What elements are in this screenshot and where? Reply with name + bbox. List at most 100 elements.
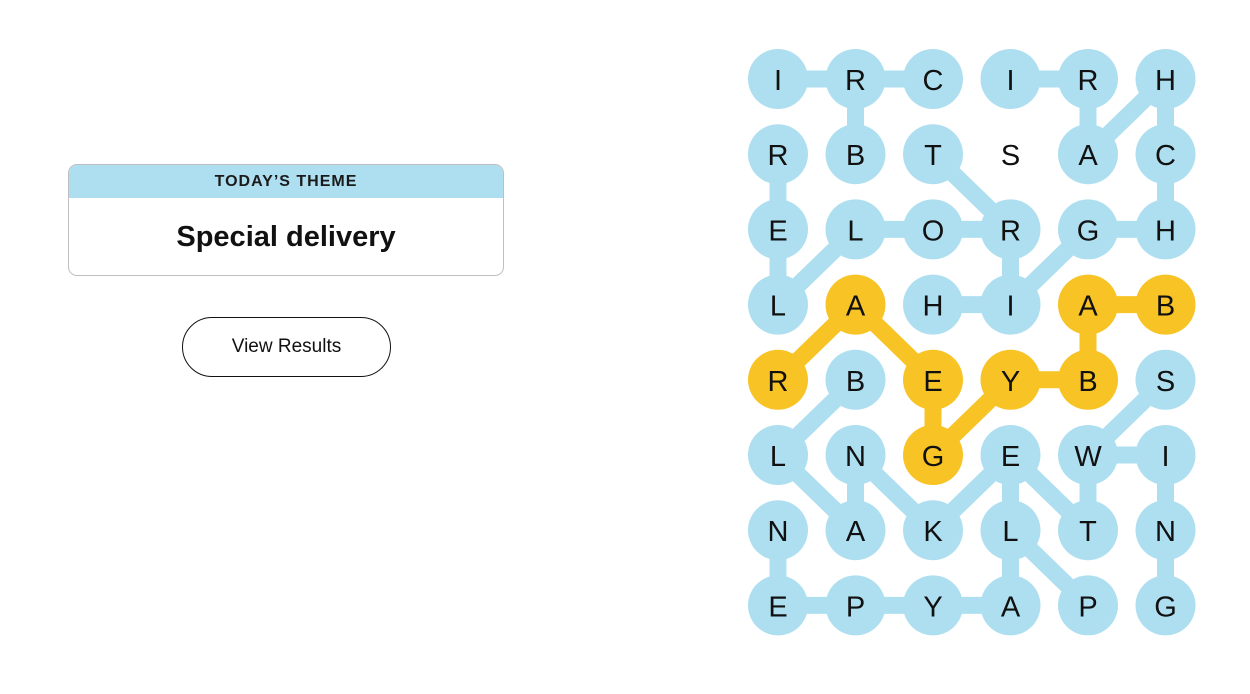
theme-label: TODAY’S THEME: [69, 165, 503, 198]
letter-tile[interactable]: N: [825, 425, 886, 485]
tile-letter: E: [768, 591, 787, 623]
letter-tile[interactable]: R: [748, 124, 808, 185]
tile-letter: E: [923, 366, 942, 398]
letter-tile[interactable]: G: [903, 425, 963, 485]
spangram-circle: [903, 425, 963, 485]
tile-letter: L: [847, 215, 863, 247]
letter-tile[interactable]: Y: [980, 349, 1041, 410]
letter-tile[interactable]: R: [748, 349, 808, 410]
tile-circle: [1058, 124, 1118, 185]
letter-tile[interactable]: H: [1135, 199, 1196, 260]
letter-tile[interactable]: I: [980, 49, 1041, 109]
tile-letter: L: [770, 291, 786, 323]
tile-circle: [825, 49, 886, 109]
tile-letter: R: [768, 366, 789, 398]
tile-circle: [825, 500, 886, 561]
letter-tile[interactable]: A: [980, 575, 1041, 636]
letter-tile[interactable]: L: [980, 500, 1041, 561]
tile-letter: B: [846, 140, 865, 172]
letter-tile[interactable]: B: [825, 124, 886, 185]
letter-tile[interactable]: P: [1058, 575, 1118, 636]
tile-letter: A: [846, 516, 866, 548]
letter-tile[interactable]: G: [1135, 575, 1196, 636]
letter-tile[interactable]: G: [1058, 199, 1118, 260]
letter-tile[interactable]: T: [1058, 500, 1118, 561]
letter-tile[interactable]: P: [825, 575, 886, 636]
tile-circle: [980, 199, 1041, 260]
letter-tile[interactable]: L: [748, 274, 808, 335]
letter-tile[interactable]: O: [903, 199, 963, 260]
tile-circle: [825, 575, 886, 636]
tile-circle: [903, 500, 963, 561]
letter-tile[interactable]: K: [903, 500, 963, 561]
tile-circle: [825, 199, 886, 260]
letter-tile[interactable]: B: [825, 349, 886, 410]
tile-letter: A: [1078, 291, 1098, 323]
tile-circle: [748, 49, 808, 109]
tile-circle: [980, 575, 1041, 636]
tile-circle: [980, 500, 1041, 561]
spangram-circle: [748, 349, 808, 410]
letter-tile[interactable]: A: [825, 274, 886, 335]
letter-tile[interactable]: S: [980, 124, 1041, 185]
letter-tile[interactable]: B: [1058, 349, 1118, 410]
letter-tile[interactable]: N: [748, 500, 808, 561]
letter-tile[interactable]: A: [1058, 124, 1118, 185]
tile-circle: [1135, 425, 1196, 485]
letter-tile[interactable]: R: [1058, 49, 1118, 109]
tile-circle: [748, 575, 808, 636]
letter-tile[interactable]: E: [748, 575, 808, 636]
spangram-circle: [1058, 349, 1118, 410]
tile-letter: B: [1078, 366, 1097, 398]
tile-letter: N: [1155, 516, 1176, 548]
tile-circle: [748, 124, 808, 185]
letter-tile[interactable]: I: [980, 274, 1041, 335]
tile-letter: H: [1155, 215, 1176, 247]
tile-circle: [980, 49, 1041, 109]
letter-tile[interactable]: I: [748, 49, 808, 109]
letter-tile[interactable]: T: [903, 124, 963, 185]
tile-letter: I: [1161, 441, 1169, 473]
tile-circle: [1058, 575, 1118, 636]
tile-letter: H: [1155, 65, 1176, 97]
spangram-circle: [825, 274, 886, 335]
letter-tile[interactable]: L: [748, 425, 808, 485]
letter-tile[interactable]: S: [1135, 349, 1196, 410]
tile-letter: Y: [1001, 366, 1020, 398]
tile-circle: [980, 274, 1041, 335]
tile-letter: L: [1002, 516, 1018, 548]
tile-letter: T: [1079, 516, 1097, 548]
letter-tile[interactable]: E: [903, 349, 963, 410]
letter-tile[interactable]: L: [825, 199, 886, 260]
tile-letter: G: [1154, 591, 1177, 623]
tile-letter: S: [1001, 140, 1020, 172]
letter-tile[interactable]: E: [748, 199, 808, 260]
letter-tile[interactable]: R: [825, 49, 886, 109]
tile-letter: Y: [923, 591, 942, 623]
letter-tile[interactable]: I: [1135, 425, 1196, 485]
theme-title: Special delivery: [176, 220, 396, 253]
tile-circle: [1135, 349, 1196, 410]
tile-circle: [1135, 199, 1196, 260]
tile-letter: A: [1078, 140, 1098, 172]
tile-circle: [748, 425, 808, 485]
letter-tile[interactable]: R: [980, 199, 1041, 260]
letter-tile[interactable]: H: [903, 274, 963, 335]
letter-tile[interactable]: Y: [903, 575, 963, 636]
tile-letter: I: [774, 65, 782, 97]
letter-tile[interactable]: A: [825, 500, 886, 561]
view-results-button[interactable]: View Results: [182, 317, 391, 377]
letter-tile[interactable]: A: [1058, 274, 1118, 335]
spangram-circle: [903, 349, 963, 410]
letter-tile[interactable]: C: [903, 49, 963, 109]
letter-tile[interactable]: N: [1135, 500, 1196, 561]
tile-circle: [1058, 199, 1118, 260]
letter-tile[interactable]: W: [1058, 425, 1118, 485]
tile-letter: C: [923, 65, 944, 97]
spangram-circle: [980, 349, 1041, 410]
tile-letter: I: [1006, 291, 1014, 323]
letter-tile[interactable]: E: [980, 425, 1041, 485]
letter-tile[interactable]: C: [1135, 124, 1196, 185]
letter-tile[interactable]: B: [1135, 274, 1196, 335]
letter-tile[interactable]: H: [1135, 49, 1196, 109]
